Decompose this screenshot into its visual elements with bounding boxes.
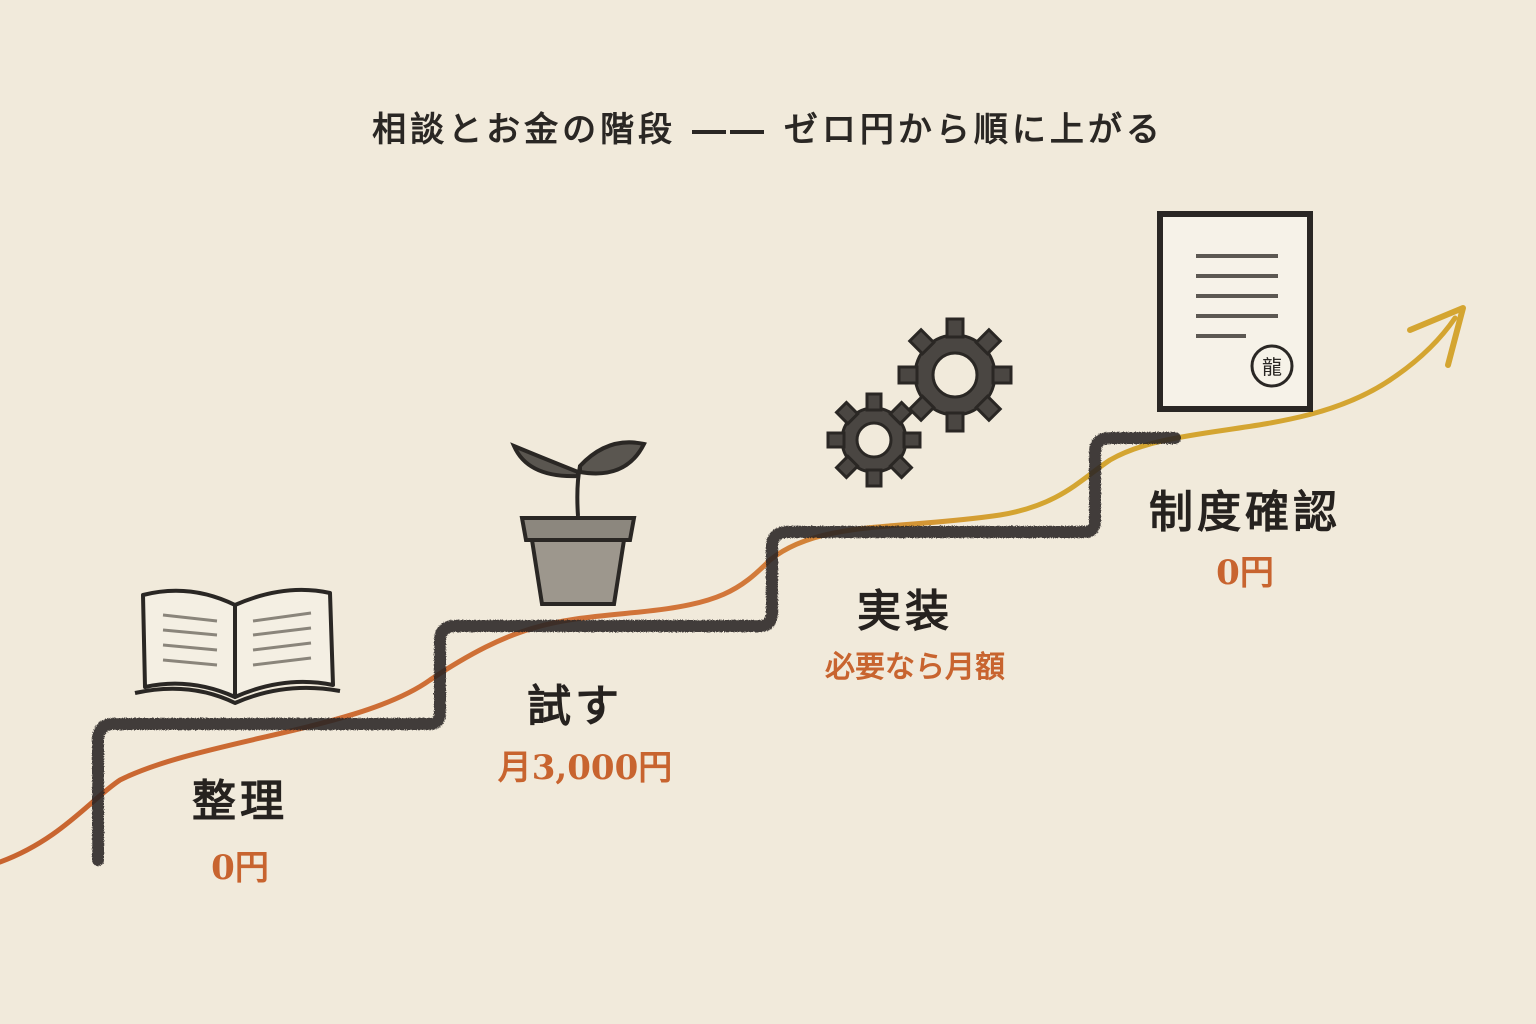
step-price-organize: 0円 <box>211 848 269 888</box>
progress-curve <box>0 315 1458 865</box>
step-label-organize: 整理 <box>192 776 288 827</box>
stamped-document-icon: 龍 <box>1157 211 1313 412</box>
page-title: 相談とお金の階段 ―― ゼロ円から順に上がる <box>372 110 1164 150</box>
stamp-seal-text: 龍 <box>1262 355 1282 379</box>
step-label-system-check: 制度確認 <box>1149 487 1341 538</box>
open-book-icon <box>134 587 341 705</box>
step-label-try: 試す <box>527 681 623 732</box>
ink-staircase <box>92 432 1181 866</box>
step-price-implement: 必要なら月額 <box>825 650 1005 685</box>
step-price-system-check: 0円 <box>1216 553 1274 593</box>
gears-icon <box>826 317 1013 488</box>
stamp-seal <box>1250 344 1294 388</box>
step-price-try: 月3,000円 <box>497 748 673 788</box>
arrow-head-icon <box>1407 305 1466 368</box>
seedling-pot-icon <box>510 440 647 606</box>
step-label-implement: 実装 <box>857 586 953 637</box>
